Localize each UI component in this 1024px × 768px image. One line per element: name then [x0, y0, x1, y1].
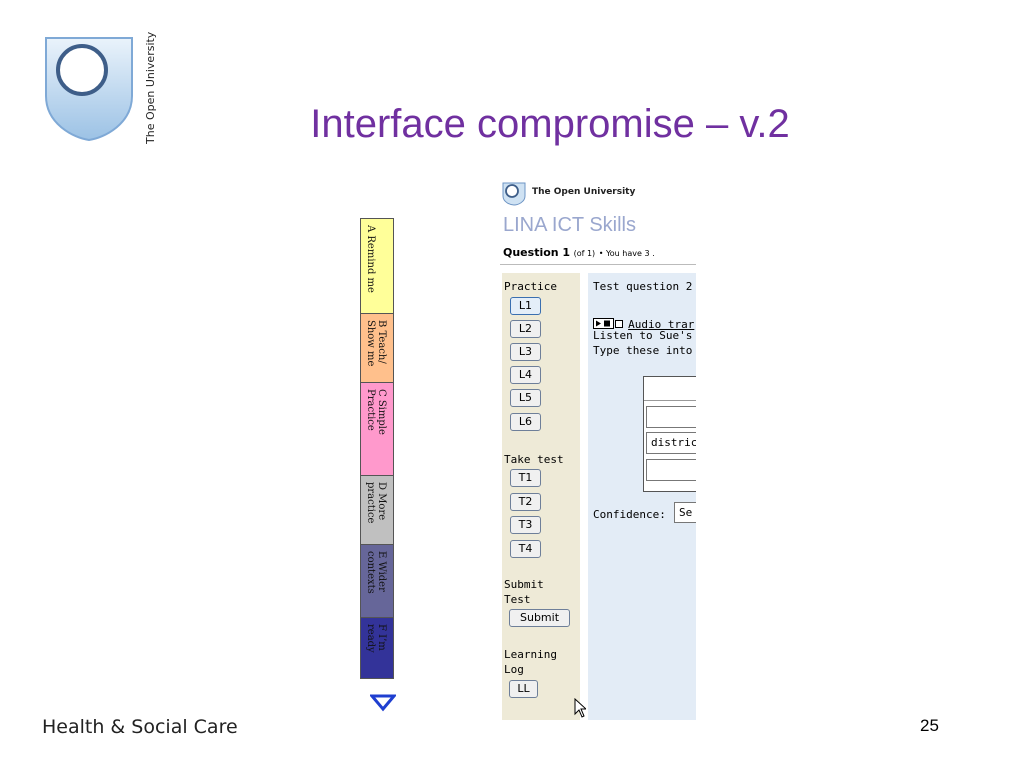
test-button-t1[interactable]: T1	[510, 469, 541, 487]
app-title: LINA ICT Skills	[503, 214, 636, 236]
question-panel: Test question 2 Audio trar Listen to Sue…	[588, 273, 696, 720]
navigation-panel: Practice L1 L2 L3 L4 L5 L6 Take test T1 …	[502, 273, 586, 720]
practice-button-l4[interactable]: L4	[510, 366, 541, 384]
question-info: • You have 3 .	[598, 249, 655, 258]
level-tab-c[interactable]: C Simple Practice	[360, 382, 394, 476]
practice-button-l5[interactable]: L5	[510, 389, 541, 407]
app-org-name: The Open University	[532, 187, 636, 197]
open-university-shield-logo	[45, 37, 133, 142]
take-test-label: Take test	[504, 453, 564, 466]
level-tab-d[interactable]: D More practice	[360, 475, 394, 545]
level-tab-f[interactable]: F I’m ready	[360, 617, 394, 679]
test-button-t2[interactable]: T2	[510, 493, 541, 511]
logo-wordmark: The Open University	[144, 31, 157, 144]
footer-text: Health & Social Care	[42, 716, 238, 738]
answer-table: district	[643, 376, 696, 492]
practice-button-l3[interactable]: L3	[510, 343, 541, 361]
confidence-select[interactable]: Se	[674, 502, 696, 523]
slide-title: Interface compromise – v.2	[310, 102, 790, 146]
type-instruction: Type these into	[593, 344, 693, 357]
answer-input-3[interactable]	[646, 459, 696, 481]
learning-log-button[interactable]: LL	[509, 680, 538, 698]
page-number: 25	[920, 716, 939, 735]
level-tab-label: B Teach/ Show me	[365, 320, 387, 367]
audio-play-stop-icon[interactable]	[593, 318, 623, 329]
confidence-label: Confidence:	[593, 508, 666, 521]
practice-button-l6[interactable]: L6	[510, 413, 541, 431]
test-button-t3[interactable]: T3	[510, 516, 541, 534]
answer-input-1[interactable]	[646, 406, 696, 428]
level-tab-b[interactable]: B Teach/ Show me	[360, 313, 394, 383]
audio-controls: Audio trar	[593, 313, 694, 332]
level-tab-a[interactable]: A Remind me	[360, 218, 394, 314]
audio-transcript-link[interactable]: Audio trar	[628, 318, 695, 331]
practice-button-l2[interactable]: L2	[510, 320, 541, 338]
question-header: Question 1 (of 1) • You have 3 .	[503, 246, 655, 259]
table-divider	[644, 400, 696, 401]
level-tab-e[interactable]: E Wider contexts	[360, 544, 394, 618]
level-tab-label: F I’m ready	[365, 624, 387, 653]
level-tab-label: C Simple Practice	[365, 389, 387, 435]
submit-button[interactable]: Submit	[509, 609, 570, 627]
level-tab-strip: A Remind me B Teach/ Show me C Simple Prac…	[360, 218, 396, 686]
mouse-cursor-icon	[574, 698, 586, 718]
question-label: Question 1	[503, 246, 571, 259]
lina-app-screenshot: The Open University LINA ICT Skills Ques…	[500, 176, 696, 720]
listen-instruction: Listen to Sue's	[593, 329, 693, 342]
practice-button-l1[interactable]: L1	[510, 297, 541, 315]
answer-input-2[interactable]: district	[646, 432, 696, 454]
practice-label: Practice	[504, 280, 557, 293]
level-tab-label: D More practice	[365, 482, 387, 524]
learning-log-label-line2: Log	[504, 663, 524, 676]
question-of: (of 1)	[573, 249, 596, 258]
app-shield-logo-icon	[502, 182, 526, 206]
test-question-heading: Test question 2	[593, 280, 693, 293]
triangle-down-icon[interactable]	[370, 693, 396, 713]
level-tab-label: A Remind me	[365, 225, 376, 293]
test-button-t4[interactable]: T4	[510, 540, 541, 558]
learning-log-label-line1: Learning	[504, 648, 557, 661]
submit-test-label-line2: Test	[504, 593, 531, 606]
level-tab-label: E Wider contexts	[365, 551, 387, 594]
header-divider	[500, 264, 696, 265]
submit-test-label-line1: Submit	[504, 578, 544, 591]
